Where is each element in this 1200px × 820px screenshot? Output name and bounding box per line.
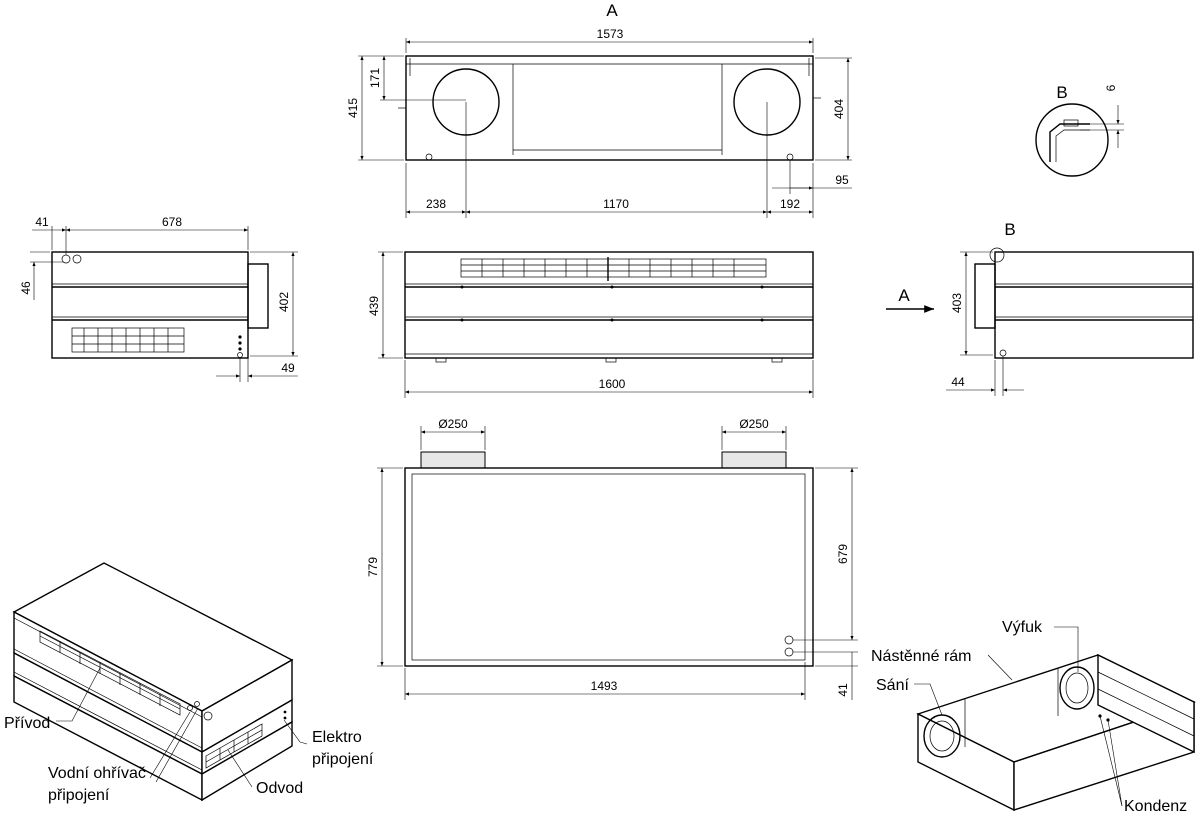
dim-plan-41: 41 [836,683,850,697]
callout-odvod: Odvod [256,780,303,797]
callout-vodni-2: připojení [48,787,110,804]
front-view: 439 1600 [367,251,814,398]
isometric-front-unit: Přívod Vodní ohřívač připojení Odvod Ele… [4,562,374,804]
dim-detail-6: 6 [1104,84,1118,91]
detail-b-marker: B [1004,220,1015,239]
dim-top-1170: 1170 [603,197,629,211]
arrow-a-label: A [898,286,910,305]
dim-front-439: 439 [367,296,381,316]
front-grille [460,257,767,281]
dim-top-404: 404 [832,99,846,119]
dim-top-95: 95 [835,173,849,187]
right-side-view: B A 403 44 [886,220,1194,396]
dim-top-192: 192 [780,197,800,211]
callout-sani: Sání [876,677,909,694]
dim-plan-d250-left: Ø250 [438,417,468,431]
dim-left-49: 49 [281,361,295,375]
dim-plan-1493: 1493 [591,679,618,693]
dim-plan-679: 679 [836,544,850,564]
isometric-back-unit: Výfuk Nástěnné rám Sání Kondenz [871,619,1196,815]
dim-left-41: 41 [35,215,49,229]
iso-front-grille [39,630,181,716]
view-a-label: A [606,1,618,20]
callout-kondenz: Kondenz [1124,798,1187,815]
dim-left-46: 46 [19,281,33,295]
dim-front-1600: 1600 [599,377,626,391]
dim-left-402: 402 [277,292,291,312]
dim-top-width: 1573 [597,27,624,41]
top-view: A 1573 415 171 404 [346,1,852,218]
view-b-label: B [1056,83,1067,102]
dim-plan-779: 779 [366,557,380,577]
callout-vyfuk: Výfuk [1002,619,1043,636]
plan-view: Ø250 Ø250 779 679 41 1493 [366,417,858,700]
callout-elektro-1: Elektro [312,729,362,746]
callout-nastenne: Nástěnné rám [871,648,972,665]
iso-side-grille [205,723,263,769]
dim-right-403: 403 [950,293,964,313]
callout-vodni-1: Vodní ohřívač [48,765,146,782]
dim-right-44: 44 [951,375,965,389]
dim-left-678: 678 [162,215,182,229]
callout-privod: Přívod [4,715,50,732]
dim-top-238: 238 [426,197,446,211]
callout-elektro-2: připojení [312,751,374,768]
left-side-view: 41 678 46 402 49 [19,215,298,382]
left-grille [71,327,185,353]
dim-top-415: 415 [346,98,360,118]
dim-plan-d250-right: Ø250 [739,417,769,431]
detail-b: B 6 [1035,83,1124,177]
dim-top-171: 171 [368,68,382,88]
